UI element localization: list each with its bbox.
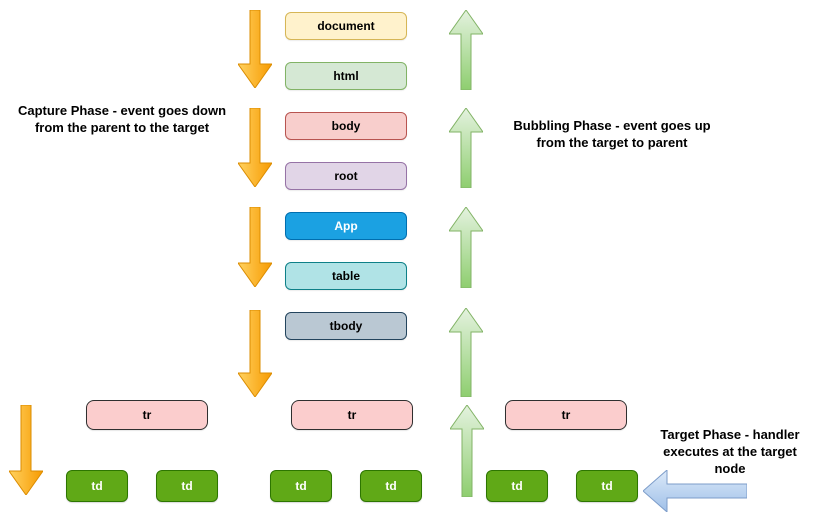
capture-phase-line1: Capture Phase - event goes down [17,103,227,118]
node-html: html [285,62,407,90]
bubbling-arrow-2-icon [449,108,483,188]
node-td-1: td [66,470,128,502]
bubbling-arrow-3-icon [449,207,483,288]
bubbling-arrow-4-icon [449,308,483,397]
node-app: App [285,212,407,240]
target-phase-line3: node [714,460,746,476]
capture-arrow-5-icon [9,405,43,495]
capture-arrow-1-icon [238,10,272,88]
capture-arrow-4-icon [238,310,272,397]
capture-arrow-3-icon [238,207,272,287]
node-td-5: td [486,470,548,502]
capture-arrow-2-icon [238,108,272,187]
target-phase-label: Target Phase - handler executes at the t… [655,427,805,478]
node-td-2: td [156,470,218,502]
node-table: table [285,262,407,290]
node-tr-2: tr [291,400,413,430]
node-root: root [285,162,407,190]
node-tr-3: tr [505,400,627,430]
capture-phase-label: Capture Phase - event goes down from the… [8,103,236,137]
bubbling-phase-label: Bubbling Phase - event goes up from the … [498,118,726,152]
bubbling-arrow-5-icon [450,405,484,497]
node-td-4: td [360,470,422,502]
node-body: body [285,112,407,140]
node-td-6: td [576,470,638,502]
bubbling-phase-line1: Bubbling Phase - event goes up [513,118,711,133]
bubbling-arrow-1-icon [449,10,483,90]
target-phase-line1: Target Phase - handler [660,427,800,442]
target-phase-line2: executes at the target [663,443,797,459]
bubbling-phase-line2: from the target to parent [536,134,688,150]
node-document: document [285,12,407,40]
node-tr-1: tr [86,400,208,430]
target-arrow-icon [643,470,747,512]
node-tbody: tbody [285,312,407,340]
capture-phase-line2: from the parent to the target [34,119,210,135]
node-td-3: td [270,470,332,502]
